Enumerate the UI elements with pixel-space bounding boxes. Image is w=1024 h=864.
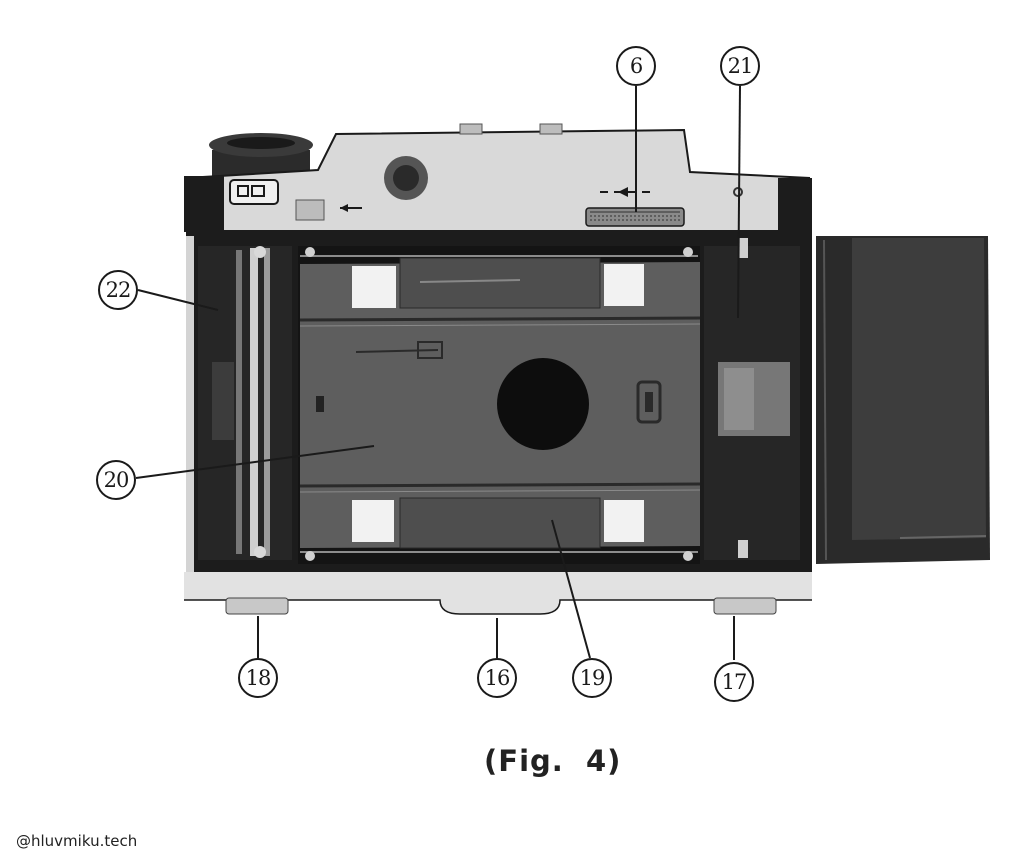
right-screw bbox=[733, 187, 743, 197]
callout-6: 6 bbox=[616, 46, 656, 86]
back-door bbox=[816, 236, 990, 564]
viewfinder-eyepiece bbox=[209, 133, 313, 180]
callout-19: 19 bbox=[572, 658, 612, 698]
top-plate bbox=[185, 123, 812, 232]
frame-counter-window bbox=[384, 156, 428, 200]
right-housing bbox=[778, 178, 812, 232]
callout-16: 16 bbox=[477, 658, 517, 698]
pressure-plate bbox=[299, 257, 701, 549]
camera-body-edge bbox=[186, 236, 194, 572]
credit-text: @hluvmiku.tech bbox=[16, 832, 138, 850]
callout-20: 20 bbox=[96, 460, 136, 500]
leader-lines bbox=[135, 85, 741, 660]
bottom-plate bbox=[184, 572, 812, 615]
callout-17: 17 bbox=[714, 662, 754, 702]
take-up-spool-chamber bbox=[704, 238, 800, 560]
left-housing bbox=[184, 176, 224, 232]
callout-18: 18 bbox=[238, 658, 278, 698]
rewind-lever bbox=[229, 179, 362, 221]
film-cartridge-chamber bbox=[198, 246, 292, 560]
callout-22: 22 bbox=[98, 270, 138, 310]
wind-direction-arrow bbox=[600, 187, 656, 197]
figure-caption: (Fig. 4) bbox=[484, 744, 622, 778]
callout-21: 21 bbox=[720, 46, 760, 86]
